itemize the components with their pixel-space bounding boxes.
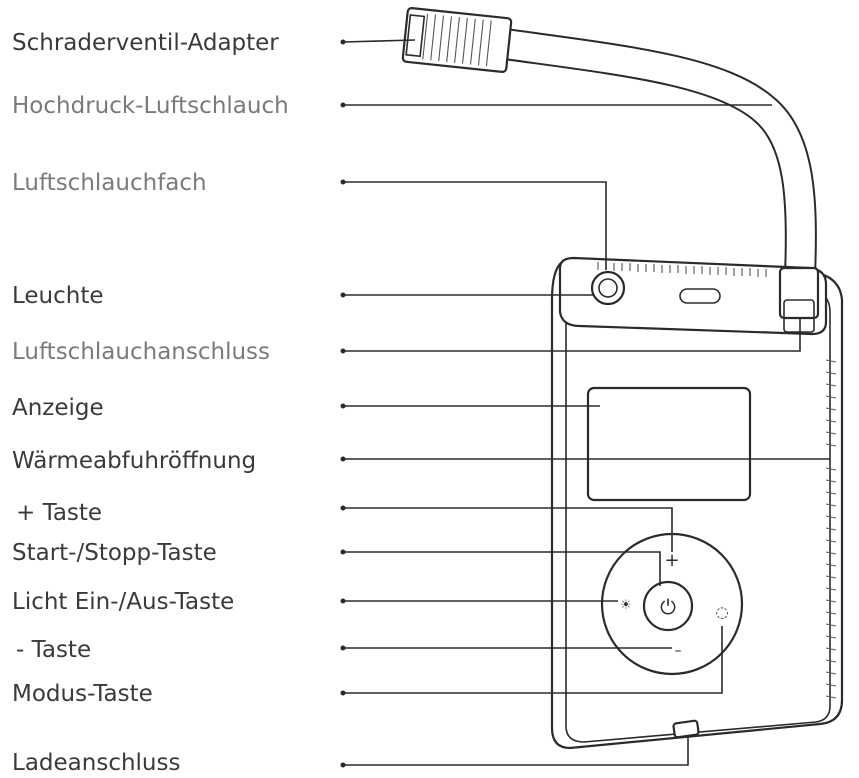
label-light-button: Licht Ein-/Aus-Taste (12, 589, 234, 615)
leader-plus-button (343, 507, 673, 552)
label-start-stop-button: Start-/Stopp-Taste (12, 540, 217, 566)
label-heat-vent: Wärmeabfuhröffnung (12, 448, 256, 474)
label-schrader-adapter: Schraderventil-Adapter (12, 30, 279, 56)
label-hose-compartment: Luftschlauchfach (12, 170, 207, 196)
label-display: Anzeige (12, 395, 104, 421)
schrader-adapter (401, 7, 513, 73)
inflator-device: ⏻ + – ☀ ◌ (401, 7, 844, 750)
label-hose-port: Luftschlauchanschluss (12, 339, 270, 365)
leader-charging-port (343, 736, 689, 766)
light-lens (590, 270, 626, 306)
label-mode-button: Modus-Taste (12, 681, 153, 707)
mode-glyph: ◌ (715, 603, 728, 621)
light-glyph: ☀ (620, 598, 632, 613)
leader-lines (340, 39, 830, 768)
label-light: Leuchte (12, 283, 104, 309)
power-button-ring (642, 580, 694, 632)
leader-mode-button (343, 626, 723, 694)
label-plus-button: + Taste (16, 500, 102, 526)
label-minus-button: - Taste (16, 637, 91, 663)
hose-compartment-teeth (597, 262, 767, 277)
minus-glyph: – (675, 643, 682, 659)
leader-schrader-adapter (342, 39, 416, 43)
label-charging-port: Ladeanschluss (12, 750, 180, 776)
plus-glyph: + (664, 550, 679, 571)
power-glyph: ⏻ (660, 595, 676, 619)
leader-hose-compartment (343, 181, 607, 270)
device-body (550, 260, 844, 750)
hose-connector (778, 266, 820, 320)
label-high-pressure-hose: Hochdruck-Luftschlauch (12, 93, 289, 119)
leader-hose-port (343, 318, 801, 352)
leader-start-stop-button (343, 551, 661, 586)
heat-vent-grille (825, 359, 837, 699)
charging-port-socket (672, 719, 700, 739)
display-window (586, 386, 752, 502)
